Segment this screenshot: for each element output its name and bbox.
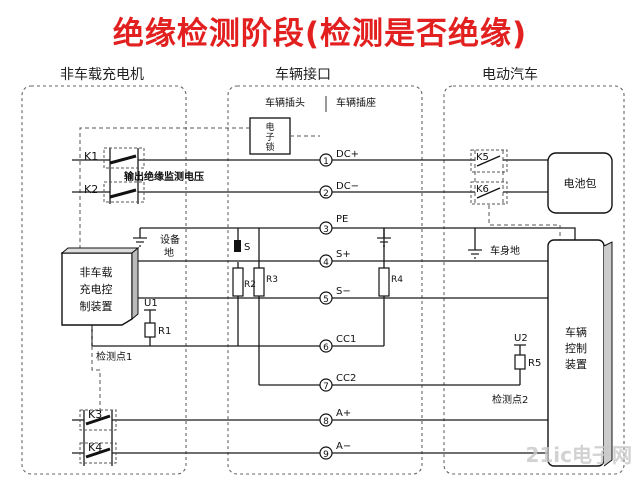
- vehicle-dashed-box: [443, 85, 625, 475]
- check-point-2: 检测点2: [492, 393, 528, 406]
- equipment-ground-label-1: 设备: [160, 233, 180, 246]
- wire-pe: [140, 227, 576, 240]
- pin-5-label: S−: [336, 286, 351, 297]
- pin-1-label: DC+: [336, 149, 359, 160]
- pin-9-label: A−: [336, 441, 351, 452]
- pin-5: 5 S−: [319, 286, 351, 305]
- pin-2: 2 DC−: [319, 181, 359, 199]
- pin-4-number: 4: [323, 258, 329, 268]
- e-lock-char-2: 子: [265, 132, 274, 143]
- resistor-r3: [253, 267, 265, 297]
- charger-controller-line-2: 充电控: [80, 282, 113, 296]
- resistor-r2: [232, 267, 244, 297]
- k3k4-bus: [83, 410, 113, 466]
- u1-label: U1: [144, 298, 158, 309]
- k3k4-control-dashed: [91, 325, 101, 410]
- r5-label: R5: [528, 358, 541, 369]
- pin-3-number: 3: [323, 225, 329, 235]
- k2-label: K2: [84, 183, 98, 196]
- k4-label: K4: [88, 441, 102, 454]
- k1-label: K1: [84, 150, 98, 163]
- pin-7-label: CC2: [336, 373, 356, 384]
- resistor-r1: [144, 322, 156, 338]
- charger-dashed-box: [21, 85, 187, 475]
- pin-7: 7 CC2: [319, 373, 356, 392]
- pin-7-number: 7: [323, 382, 329, 392]
- check-point-1: 检测点1: [96, 350, 132, 363]
- socket-label: 车辆插座: [336, 96, 376, 109]
- pin-9: 9 A−: [319, 441, 351, 460]
- switch-k5: [470, 149, 508, 173]
- k3-label: K3: [88, 408, 102, 421]
- watermark: 21ic电子网: [525, 443, 632, 467]
- pin-6-label: CC1: [336, 334, 356, 345]
- section-label-interface: 车辆接口: [275, 67, 331, 83]
- ground-symbols: [133, 237, 482, 259]
- r3-label: R3: [266, 275, 278, 285]
- r1-label: R1: [158, 326, 171, 337]
- pin-2-label: DC−: [336, 181, 359, 192]
- electronic-lock-box: [249, 117, 291, 155]
- u2-label: U2: [514, 333, 528, 344]
- switch-k2: [103, 181, 145, 203]
- plug-label: 车辆插头: [265, 96, 305, 109]
- lock-control-dashed-line: [79, 127, 250, 253]
- vehicle-controller-line-2: 控制: [565, 341, 587, 355]
- pin-1-number: 1: [323, 157, 329, 167]
- wiring: [72, 148, 576, 466]
- charger-controller: 非车载 充电控 制装置: [60, 246, 140, 326]
- vehicle-controller-line-3: 装置: [565, 358, 587, 371]
- pin-3: 3 PE: [319, 214, 348, 235]
- resistor-r4: [378, 267, 390, 297]
- insulation-voltage-annotation: 输出绝缘监测电压: [124, 170, 204, 183]
- resistor-r5: [514, 354, 526, 370]
- pin-4: 4 S+: [319, 249, 351, 268]
- k6-label: K6: [476, 184, 489, 195]
- battery-label: 电池包: [564, 177, 597, 190]
- charger-controller-line-1: 非车载: [80, 265, 113, 279]
- interface-dashed-box: [227, 85, 423, 475]
- k5k6-control-dashed: [488, 205, 561, 240]
- pin-1: 1 DC+: [319, 149, 359, 167]
- k5k6-dashed-bus: [474, 150, 504, 205]
- battery-pack: [547, 152, 613, 214]
- pin-9-number: 9: [323, 450, 329, 460]
- r2-label: R2: [244, 280, 256, 290]
- section-label-vehicle: 电动汽车: [482, 67, 538, 83]
- r4-label: R4: [391, 275, 403, 285]
- pin-3-label: PE: [336, 214, 348, 225]
- vehicle-controller-line-1: 车辆: [565, 325, 587, 339]
- diagram-title: 绝缘检测阶段(检测是否绝缘): [112, 16, 528, 52]
- e-lock-char-3: 锁: [265, 141, 274, 153]
- k-bus: [109, 148, 139, 204]
- vehicle-controller: 车辆 控制 装置: [547, 239, 613, 467]
- pin-2-number: 2: [323, 189, 329, 199]
- pin-8-label: A+: [336, 408, 351, 419]
- body-ground-label: 车身地: [490, 244, 520, 257]
- switch-s-label: S: [244, 242, 250, 253]
- switch-s: [234, 240, 241, 252]
- pin-8: 8 A+: [319, 408, 351, 427]
- pin-6: 6 CC1: [319, 334, 356, 353]
- switch-k3: [79, 409, 117, 431]
- switch-k4: [79, 442, 117, 464]
- pin-4-label: S+: [336, 249, 351, 260]
- pin-8-number: 8: [323, 417, 329, 427]
- switch-k1: [103, 147, 145, 169]
- switch-k6: [470, 181, 508, 205]
- section-label-charger: 非车载充电机: [60, 67, 144, 83]
- charger-controller-line-3: 制装置: [80, 300, 113, 313]
- e-lock-char-1: 电: [265, 121, 274, 133]
- pin-6-number: 6: [323, 343, 329, 353]
- pin-5-number: 5: [323, 295, 329, 305]
- equipment-ground-label-2: 地: [164, 246, 174, 259]
- k5-label: K5: [476, 152, 489, 163]
